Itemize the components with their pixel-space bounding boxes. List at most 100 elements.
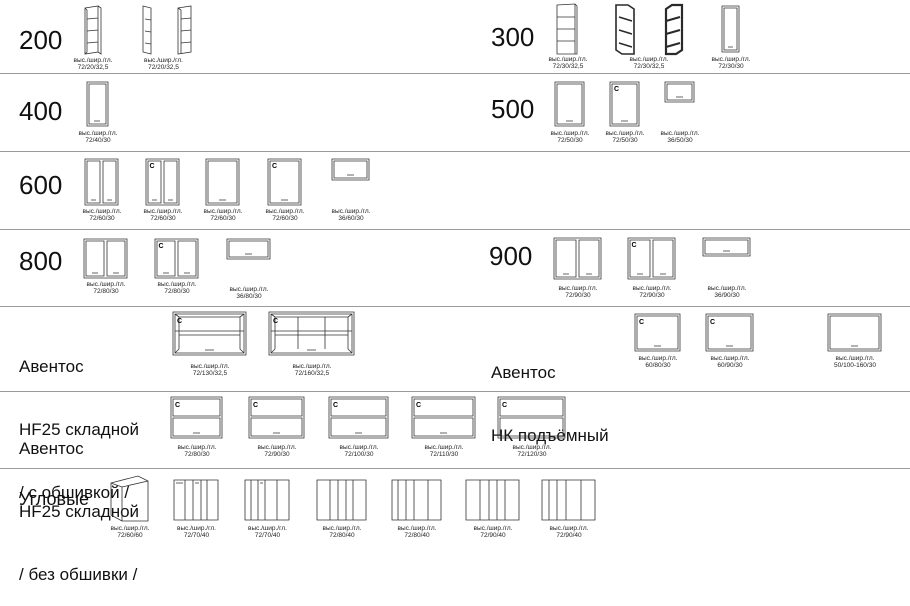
cabinet-drawing: C (627, 237, 676, 280)
size-label-500: 500 (491, 94, 535, 124)
cabinet-caption: выс./шир./гл.72/50/30 (550, 130, 590, 144)
cabinet-drawing (391, 479, 442, 521)
cabinet-drawing (244, 479, 290, 521)
size-label-400: 400 (19, 96, 63, 126)
cabinet-caption: выс./шир./гл.72/30/32,5 (548, 56, 588, 70)
cabinet-drawing (226, 238, 271, 260)
cabinet-drawing (86, 81, 109, 127)
cabinet-drawing (465, 479, 520, 521)
cabinet-open-shelf: выс./шир./гл.72/30/32,5 (549, 3, 587, 70)
cabinet-drawing (556, 3, 578, 55)
cabinet-drawing (331, 158, 370, 181)
cabinet-caption: выс./шир./гл.36/90/30 (707, 285, 747, 299)
cabinet-aventos-hk: C выс./шир./гл.60/80/30 (634, 313, 682, 373)
cabinet-door: выс./шир./гл.72/40/30 (79, 80, 117, 146)
cabinet-caption: выс./шир./гл.72/90/30 (558, 285, 598, 299)
cabinet-caption: выс./шир./гл.36/80/30 (229, 286, 269, 300)
cabinet-drawing: C (154, 238, 199, 279)
cabinet-drawing: C (268, 311, 355, 356)
cabinet-drawing (84, 158, 119, 206)
cabinet-caption: выс./шир./гл.72/120/30 (512, 444, 552, 458)
cabinet-caption: выс./шир./гл.72/160/32,5 (292, 363, 332, 377)
section-title-corner: Угловые (19, 489, 90, 509)
door-mark: C (502, 402, 507, 409)
cabinet-caption: выс./шир./гл.72/40/30 (78, 130, 118, 144)
cabinet-caption: выс./шир./гл.72/60/30 (82, 208, 122, 222)
cabinet-caption: выс./шир./гл.72/80/30 (157, 281, 197, 295)
cabinet-drawing (173, 479, 219, 521)
door-mark: C (150, 163, 155, 170)
cabinet-open-shelf: выс./шир./гл.72/20/32,5 (141, 5, 192, 71)
cabinet-caption: выс./шир./гл.72/30/30 (711, 56, 751, 70)
cabinet-caption: выс./шир./гл.72/80/30 (86, 281, 126, 295)
cabinet-caption: выс./шир./гл.72/60/30 (265, 208, 305, 222)
cabinet-drawing (316, 479, 367, 521)
cabinet-aventos-hf-clad: C выс./шир./гл.72/160/32,5 (268, 311, 356, 379)
cabinet-aventos-hf-plain: C выс./шир./гл.72/80/30 (170, 396, 224, 464)
cabinet-double-door: выс./шир./гл.72/60/30 (83, 157, 121, 225)
cabinet-drawing: C (328, 396, 389, 439)
cabinet-wide-low: выс./шир./гл.36/50/30 (661, 81, 699, 145)
size-label-600: 600 (19, 170, 63, 200)
cabinet-drawing (721, 5, 740, 53)
cabinet-caption: выс./шир./гл.72/100/30 (339, 444, 379, 458)
cabinet-drawing: C (145, 158, 180, 206)
cabinet-double-door-marked: C выс./шир./гл.72/90/30 (627, 237, 677, 301)
row-separator (0, 73, 910, 74)
cabinet-drawing (142, 5, 192, 55)
cabinet-drawing (83, 238, 128, 279)
cabinet-caption: выс./шир./гл.72/70/40 (248, 525, 287, 539)
door-mark: C (175, 402, 180, 409)
cabinet-aventos-hk: выс./шир./гл.50/100-160/30 (827, 313, 883, 373)
cabinet-caption: выс./шир./гл.50/100-160/30 (834, 355, 876, 369)
cabinet-caption: выс./шир./гл.72/90/40 (473, 525, 513, 539)
cabinet-drawing: C (705, 313, 754, 352)
cabinet-caption: выс./шир./гл.72/90/30 (257, 444, 297, 458)
size-label-900: 900 (489, 241, 533, 271)
cabinet-caption: выс./шир./гл.72/90/40 (549, 525, 589, 539)
door-mark: C (632, 242, 637, 249)
cabinet-drawing (84, 5, 102, 55)
cabinet-drawing: C (172, 311, 247, 356)
door-mark: C (272, 163, 277, 170)
cabinet-corner: выс./шир./гл.72/90/40 (541, 478, 597, 541)
cabinet-drawing: C (267, 158, 302, 206)
cabinet-caption: выс./шир./гл.60/80/30 (638, 355, 678, 369)
cabinet-caption: выс./шир./гл.72/70/40 (177, 525, 216, 539)
cabinet-drawing: C (411, 396, 476, 439)
cabinet-drawing: C (248, 396, 305, 439)
cabinet-aventos-hf-plain: C выс./шир./гл.72/110/30 (411, 396, 477, 464)
row-separator (0, 151, 910, 152)
cabinet-drawing (827, 313, 882, 352)
cabinet-double-door-marked: C выс./шир./гл.72/60/30 (144, 157, 182, 225)
cabinet-caption: выс./шир./гл.72/80/40 (397, 525, 437, 539)
cabinet-aventos-hf-plain: C выс./шир./гл.72/100/30 (328, 396, 390, 464)
cabinet-drawing: C (609, 81, 640, 127)
cabinet-double-door: выс./шир./гл.72/90/30 (553, 237, 603, 301)
cabinet-door-marked: C выс./шир./гл.72/50/30 (606, 80, 644, 146)
cabinet-caption: выс./шир./гл.72/60/30 (143, 208, 183, 222)
cabinet-caption: выс./шир./гл.36/60/30 (331, 208, 371, 222)
door-mark: C (710, 319, 715, 326)
cabinet-caption: выс./шир./гл.72/80/40 (322, 525, 362, 539)
cabinet-aventos-hf-plain: C выс./шир./гл.72/120/30 (497, 396, 567, 464)
row-separator (0, 229, 910, 230)
cabinet-corner: выс./шир./гл.72/80/40 (316, 478, 368, 541)
cabinet-drawing: C (634, 313, 681, 352)
cabinet-drawing: C (170, 396, 223, 439)
cabinet-caption: выс./шир./гл.72/110/30 (424, 444, 464, 458)
door-mark: C (177, 318, 182, 325)
cabinet-door-marked: C выс./шир./гл.72/60/30 (266, 157, 304, 225)
cabinet-aventos-hf-clad: C выс./шир./гл.72/130/32,5 (172, 311, 248, 379)
row-separator (0, 306, 910, 307)
cabinet-caption: выс./шир./гл.72/50/30 (605, 130, 645, 144)
cabinet-wide-low: выс./шир./гл.36/90/30 (702, 237, 752, 301)
size-label-200: 200 (19, 25, 63, 55)
cabinet-door: выс./шир./гл.72/50/30 (551, 80, 589, 146)
cabinet-caption: выс./шир./гл.72/90/30 (632, 285, 672, 299)
cabinet-aventos-hf-plain: C выс./шир./гл.72/90/30 (248, 396, 306, 464)
cabinet-drawing (615, 3, 684, 56)
cabinet-caption: выс./шир./гл.72/130/32,5 (190, 363, 230, 377)
section-title-aventos-hf-clad: Авентос HF25 складной / с обшивкой / (19, 357, 140, 502)
cabinet-drawing: C (497, 396, 566, 439)
